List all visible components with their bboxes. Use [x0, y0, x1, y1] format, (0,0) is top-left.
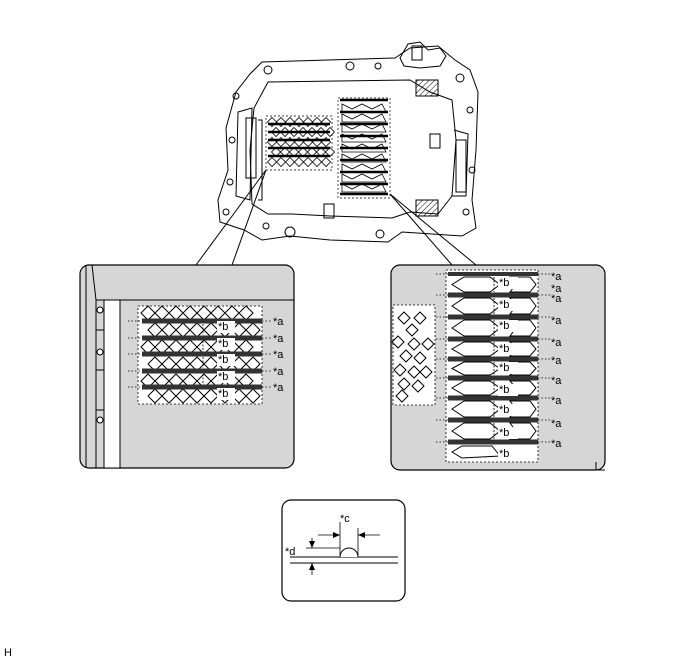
- overview-bead-diamond: [302, 156, 314, 168]
- hatched-block-bottom: [415, 199, 439, 217]
- callout-a: *a: [551, 418, 562, 430]
- callout-a: *a: [273, 382, 284, 394]
- bead-diamond: [413, 311, 427, 325]
- left-detail-panel: *a *a *a *a *a *b *b *b *b *b: [79, 264, 295, 469]
- bead-diamond: [405, 323, 419, 337]
- callout-a: *a: [551, 293, 562, 305]
- callout-b: *b: [499, 448, 509, 460]
- callout-bg: [498, 299, 518, 311]
- overview-bead-diamond: [293, 156, 305, 168]
- bead-diamond: [147, 388, 163, 404]
- right-detail-panel: *a*a*a*a*a*a*a*a*a*a*b*b*b*b*b*b*b*b*b: [390, 264, 606, 471]
- dimension-detail-panel: *c *d: [281, 499, 406, 602]
- bead-diamond: [203, 388, 219, 404]
- overview-bead-diamond: [311, 156, 323, 168]
- bead-diamond: [395, 389, 409, 403]
- overview-left-region: [265, 115, 336, 171]
- callout-c: *c: [340, 513, 350, 525]
- callout-a: *a: [551, 375, 562, 387]
- callout-a: *a: [551, 355, 562, 367]
- callout-bg: [498, 362, 518, 374]
- callout-b: *b: [499, 299, 509, 311]
- callout-b: *b: [499, 320, 509, 332]
- overview-bead-diamond: [275, 156, 287, 168]
- bead-diamond: [399, 349, 413, 363]
- overview-bead-shape: [341, 123, 387, 133]
- bead-diamond: [189, 388, 205, 404]
- callout-bg: [498, 384, 518, 396]
- callout-b: *b: [499, 384, 509, 396]
- callout-bg: [498, 277, 518, 289]
- callout-b: *b: [499, 427, 509, 439]
- overview-bead-shape: [341, 173, 387, 183]
- callout-a: *a: [551, 438, 562, 450]
- callout-b: *b: [218, 321, 228, 333]
- bead-diamond: [407, 337, 421, 351]
- callout-b: *b: [499, 362, 509, 374]
- leader-lines: [195, 169, 477, 266]
- bead-diamond: [175, 388, 191, 404]
- callout-b: *b: [218, 338, 228, 350]
- callout-bg: [217, 354, 235, 366]
- callout-bg: [498, 427, 518, 439]
- bead-diamond: [411, 379, 425, 393]
- callout-bg: [217, 338, 235, 350]
- callout-a: *a: [273, 366, 284, 378]
- callout-b: *b: [499, 404, 509, 416]
- callout-a: *a: [551, 395, 562, 407]
- callout-a: *a: [273, 333, 284, 345]
- callout-b: *b: [218, 388, 228, 400]
- bead-diamond: [421, 337, 435, 351]
- bead-diamond: [419, 365, 433, 379]
- bead-shape: [451, 445, 501, 459]
- bead-diamond: [413, 351, 427, 365]
- callout-a: *a: [273, 316, 284, 328]
- callout-bg: [217, 388, 235, 400]
- callout-bg: [498, 448, 518, 460]
- callout-a: *a: [551, 283, 562, 295]
- callout-b: *b: [499, 343, 509, 355]
- overview-right-region: [337, 97, 391, 199]
- overview-bead-diamond: [266, 156, 278, 168]
- bead-diamond: [397, 311, 411, 325]
- bead-diamond: [407, 365, 421, 379]
- callout-b: *b: [218, 354, 228, 366]
- callout-a: *a: [273, 349, 284, 361]
- callout-bg: [498, 404, 518, 416]
- case-overview: [217, 41, 479, 243]
- callout-bg: [498, 343, 518, 355]
- callout-a: *a: [551, 315, 562, 327]
- overview-bead-shape: [341, 113, 387, 123]
- bead-diamond: [391, 335, 405, 349]
- bead-diamond: [161, 388, 177, 404]
- callout-b: *b: [499, 277, 509, 289]
- callout-bg: [498, 320, 518, 332]
- hatched-block-top: [415, 79, 439, 97]
- callout-d: *d: [285, 546, 295, 558]
- bead-diamond: [393, 363, 407, 377]
- bead-diamond: [397, 377, 411, 391]
- bead-diamond: [245, 388, 261, 404]
- callout-b: *b: [218, 371, 228, 383]
- callout-bg: [217, 321, 235, 333]
- overview-bead-diamond: [320, 156, 332, 168]
- callout-bg: [217, 371, 235, 383]
- overview-bead-shape: [341, 183, 387, 193]
- callout-a: *a: [551, 337, 562, 349]
- overview-bead-diamond: [284, 156, 296, 168]
- callout-a: *a: [551, 271, 562, 283]
- figure-code: H: [4, 647, 12, 658]
